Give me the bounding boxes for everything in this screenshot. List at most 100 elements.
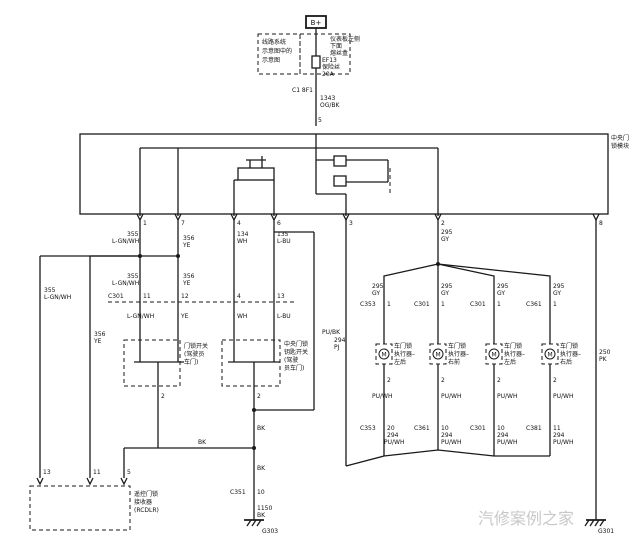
- svg-text:295: 295: [372, 283, 384, 290]
- fuse-note-left-line3: 示意图: [262, 56, 280, 64]
- svg-text:2: 2: [387, 377, 391, 384]
- svg-text:1: 1: [553, 301, 557, 308]
- svg-text:M: M: [382, 352, 387, 359]
- return-loop-1: [345, 455, 385, 467]
- ground-connector: C351: [230, 489, 246, 496]
- svg-text:294: 294: [553, 432, 565, 439]
- svg-text:294: 294: [441, 432, 453, 439]
- receiver-pin-13: 13: [43, 469, 51, 476]
- lower-356-color: YE: [182, 280, 191, 287]
- splice-356: [176, 254, 180, 258]
- wire-294-id: 294: [334, 337, 346, 344]
- svg-text:左后: 左后: [394, 358, 406, 366]
- svg-text:PU/WH: PU/WH: [497, 439, 517, 446]
- far-left-wire-id: 355: [44, 287, 56, 294]
- svg-text:GY: GY: [553, 290, 561, 297]
- relay-coil-upper: [333, 155, 347, 167]
- wire-295-id: 295: [441, 229, 453, 236]
- switch-central-color-1: WH: [237, 313, 247, 320]
- svg-text:2: 2: [497, 377, 501, 384]
- ground-symbol-g301: [584, 519, 606, 527]
- svg-text:执行器–: 执行器–: [560, 350, 581, 358]
- receiver-name-2: 接收器: [134, 498, 152, 506]
- svg-text:10: 10: [497, 425, 505, 432]
- central-key-switch-name-3: (驾驶: [284, 356, 298, 364]
- svg-text:右前: 右前: [448, 358, 460, 366]
- svg-text:车门锁: 车门锁: [504, 342, 522, 350]
- svg-text:右后: 右后: [560, 358, 572, 366]
- svg-text:GY: GY: [497, 290, 505, 297]
- svg-text:C353: C353: [360, 301, 376, 308]
- c301-pin-4: 4: [237, 293, 241, 300]
- svg-text:295: 295: [497, 283, 509, 290]
- bk-branch-label: BK: [198, 439, 207, 446]
- wire-294-color: PJ: [334, 344, 340, 351]
- wire-250-color: PK: [599, 356, 608, 363]
- mid-left-wire-color: YE: [93, 338, 102, 345]
- receiver-arrow-5: [120, 477, 128, 486]
- module-pin-6: 6: [277, 220, 281, 227]
- far-left-wire-color: L-GN/WH: [44, 294, 71, 301]
- svg-text:C361: C361: [526, 301, 542, 308]
- central-key-switch-pin: 2: [257, 393, 261, 400]
- module-pin-arrows: [136, 213, 600, 222]
- svg-text:C301: C301: [470, 301, 486, 308]
- door-lock-switch-name-3: 车门): [184, 358, 198, 366]
- fuse-note-left-box: [257, 33, 301, 75]
- module-pin-2: 2: [441, 220, 445, 227]
- actuator-right-rear: 295 GY C361 1 M 车门锁 执行器– 右后 2 PU/WH C381…: [526, 282, 581, 456]
- svg-text:M: M: [436, 352, 441, 359]
- module-pin-1: 1: [143, 220, 147, 227]
- lower-355-color: L-GN/WH: [112, 280, 139, 287]
- actuator-left-rear-1: 295 GY C353 1 M 车门锁 执行器– 左后 2 PU/WH C353…: [360, 282, 415, 456]
- svg-text:295: 295: [553, 283, 565, 290]
- return-loop-2: [383, 449, 550, 457]
- ground-wire-color-3: BK: [257, 512, 266, 519]
- wire-355-color: L-GN/WH: [112, 238, 139, 245]
- wire-250-id: 250: [599, 349, 611, 356]
- fuse-name: EF13: [322, 57, 337, 64]
- svg-text:11: 11: [553, 425, 561, 432]
- switch-lock-color-2: YE: [180, 313, 189, 320]
- wire-356-id: 356: [183, 235, 195, 242]
- ground-wire-color-1: BK: [257, 425, 266, 432]
- module-pin-8: 8: [599, 220, 603, 227]
- fuse-note-right-line3: 熔丝盒: [330, 49, 348, 57]
- svg-text:C361: C361: [414, 425, 430, 432]
- fuse-note-left-line2: 示意图中的: [262, 47, 292, 55]
- door-lock-switch-box: [123, 339, 181, 387]
- switch-lock-color-1: L-GN/WH: [127, 313, 154, 320]
- receiver-pin-11: 11: [93, 469, 101, 476]
- ground-connector-pin: 10: [257, 489, 265, 496]
- fuse-note-right-line2: 下面: [330, 43, 342, 50]
- fuse-note-right-line1: 仪表板左侧: [330, 35, 360, 43]
- svg-text:PU/WH: PU/WH: [441, 393, 461, 400]
- gy-fan-3: [437, 263, 495, 282]
- svg-text:PU/WH: PU/WH: [384, 439, 404, 446]
- ground-wire-id: 1150: [257, 505, 272, 512]
- fuse-wire-color: OG/BK: [320, 102, 341, 109]
- door-lock-switch-name-2: (驾驶员: [184, 350, 204, 358]
- svg-text:C301: C301: [470, 425, 486, 432]
- fuse-wire-id: 1343: [320, 95, 335, 102]
- svg-text:C353: C353: [360, 425, 376, 432]
- svg-text:1: 1: [387, 301, 391, 308]
- svg-text:294: 294: [387, 432, 399, 439]
- receiver-name-3: (RCDLR): [134, 507, 159, 514]
- mid-left-wire-id: 356: [94, 331, 106, 338]
- ground-g301: G301: [598, 528, 614, 535]
- wire-356-color: YE: [182, 242, 191, 249]
- wire-295-color: GY: [441, 236, 449, 243]
- switch-central-color-2: L-BU: [277, 313, 291, 320]
- relay-coil-lower: [333, 175, 347, 187]
- wire-135-id: 135: [277, 231, 289, 238]
- svg-text:10: 10: [441, 425, 449, 432]
- wire-355-id: 355: [127, 231, 139, 238]
- ground-g303: G303: [262, 528, 278, 535]
- door-lock-switch-pin: 2: [161, 393, 165, 400]
- module-name-line2: 锁模块: [611, 142, 629, 150]
- internal-switch-box: [237, 167, 275, 181]
- fuse-connector: C1 8F1: [292, 87, 313, 94]
- svg-text:2: 2: [441, 377, 445, 384]
